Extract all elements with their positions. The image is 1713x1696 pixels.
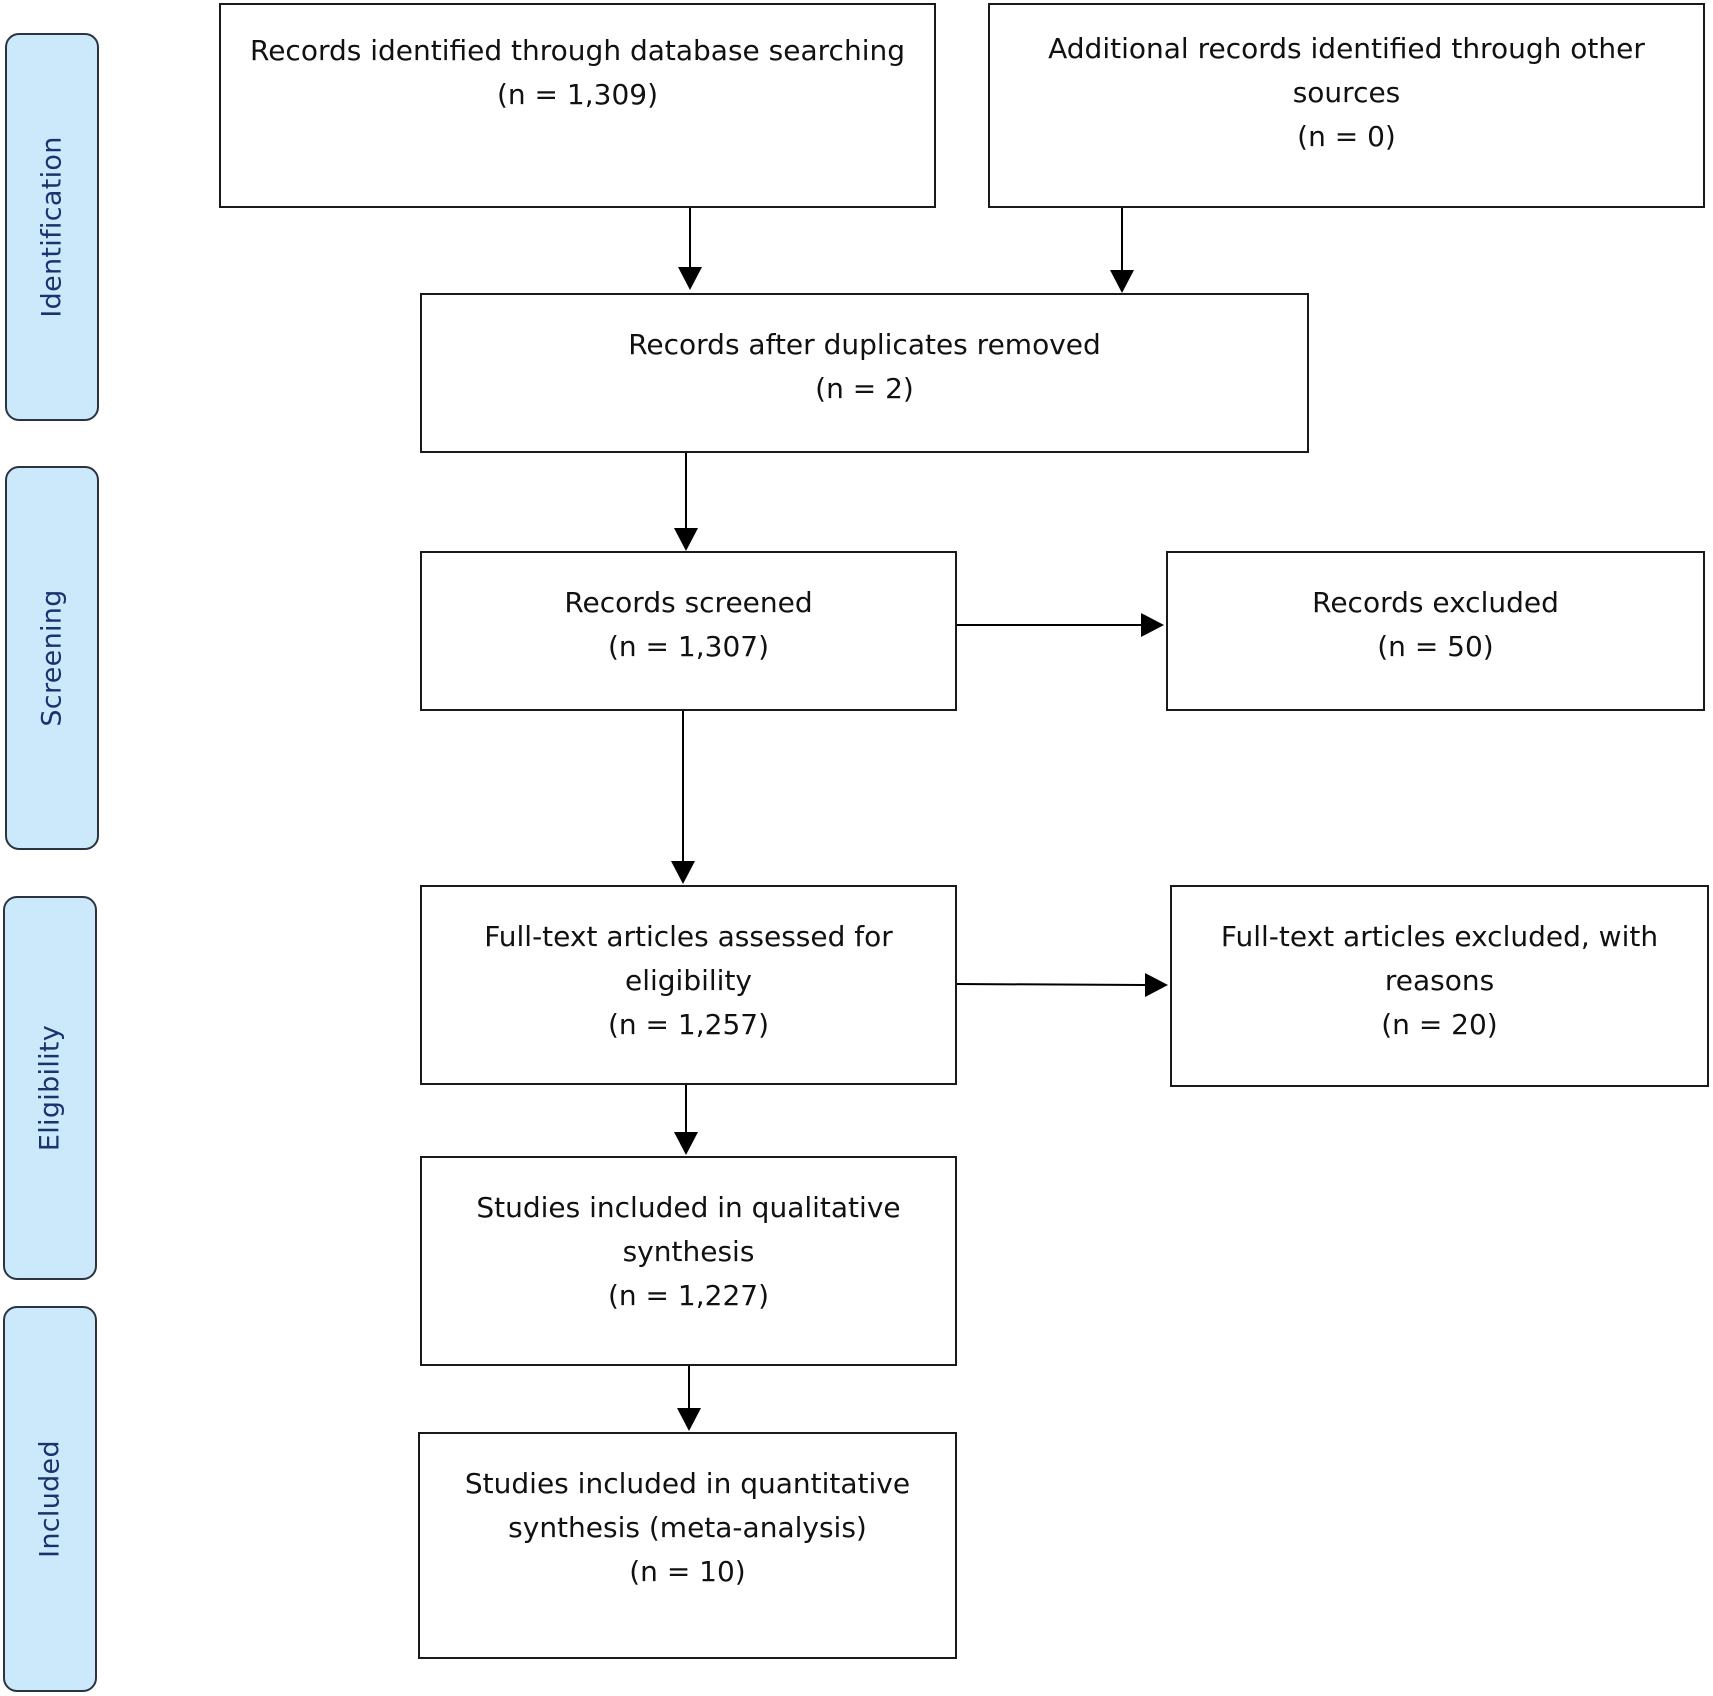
records-excluded-label: Records excluded [1312,586,1559,619]
records-excluded-count: (n = 50) [1377,630,1494,663]
box-fulltext-assessed: Full-text articles assessed for eligibil… [420,885,957,1085]
quantitative-label-line1: Studies included in quantitative [464,1467,911,1500]
arrowhead-other-to-dedup [1110,270,1134,293]
database-searching-label: Records identified through database sear… [250,34,905,67]
records-screened-label: Records screened [564,586,813,619]
box-quantitative-synthesis: Studies included in quantitative synthes… [418,1432,957,1659]
phase-included-label: Included [34,1440,66,1558]
other-sources-label-line1: Additional records identified through ot… [1048,32,1645,65]
other-sources-label-line2: sources [1292,76,1401,109]
quantitative-count: (n = 10) [629,1555,746,1588]
arrowhead-fulltext-to-qualitative [674,1132,698,1155]
fulltext-excluded-label-line2: reasons [1384,964,1495,997]
phase-identification: Identification [5,33,99,421]
box-other-sources: Additional records identified through ot… [988,3,1705,208]
quantitative-label-line2: synthesis (meta-analysis) [508,1511,867,1544]
records-screened-count: (n = 1,307) [607,630,769,663]
arrowhead-fulltext-to-ftexcluded [1145,973,1168,997]
arrowhead-screened-to-fulltext [671,861,695,884]
qualitative-label-line1: Studies included in qualitative [476,1191,901,1224]
phase-screening-label: Screening [36,589,68,727]
arrowhead-qualitative-to-quantitative [677,1408,701,1431]
duplicates-removed-count: (n = 2) [815,372,914,405]
fulltext-assessed-label-line1: Full-text articles assessed for [484,920,893,953]
phase-eligibility: Eligibility [3,896,97,1280]
box-duplicates-removed: Records after duplicates removed (n = 2) [420,293,1309,453]
arrowhead-screened-to-excluded [1141,613,1164,637]
fulltext-excluded-count: (n = 20) [1381,1008,1498,1041]
box-fulltext-excluded: Full-text articles excluded, with reason… [1170,885,1709,1087]
box-records-excluded: Records excluded (n = 50) [1166,551,1705,711]
qualitative-label-line2: synthesis [622,1235,755,1268]
duplicates-removed-label: Records after duplicates removed [628,328,1101,361]
box-records-screened: Records screened (n = 1,307) [420,551,957,711]
phase-identification-label: Identification [36,136,68,318]
fulltext-assessed-count: (n = 1,257) [607,1008,769,1041]
other-sources-count: (n = 0) [1297,120,1396,153]
arrowhead-dedup-to-screened [674,528,698,551]
qualitative-count: (n = 1,227) [607,1279,769,1312]
arrowhead-db-to-dedup [678,267,702,290]
fulltext-assessed-label-line2: eligibility [625,964,752,997]
database-searching-count: (n = 1,309) [496,78,658,111]
box-database-searching: Records identified through database sear… [219,3,936,208]
phase-eligibility-label: Eligibility [34,1024,66,1152]
arrow-fulltext-to-ftexcluded [955,983,1151,986]
phase-screening: Screening [5,466,99,850]
phase-included: Included [3,1306,97,1692]
box-qualitative-synthesis: Studies included in qualitative synthesi… [420,1156,957,1366]
fulltext-excluded-label-line1: Full-text articles excluded, with [1220,920,1659,953]
